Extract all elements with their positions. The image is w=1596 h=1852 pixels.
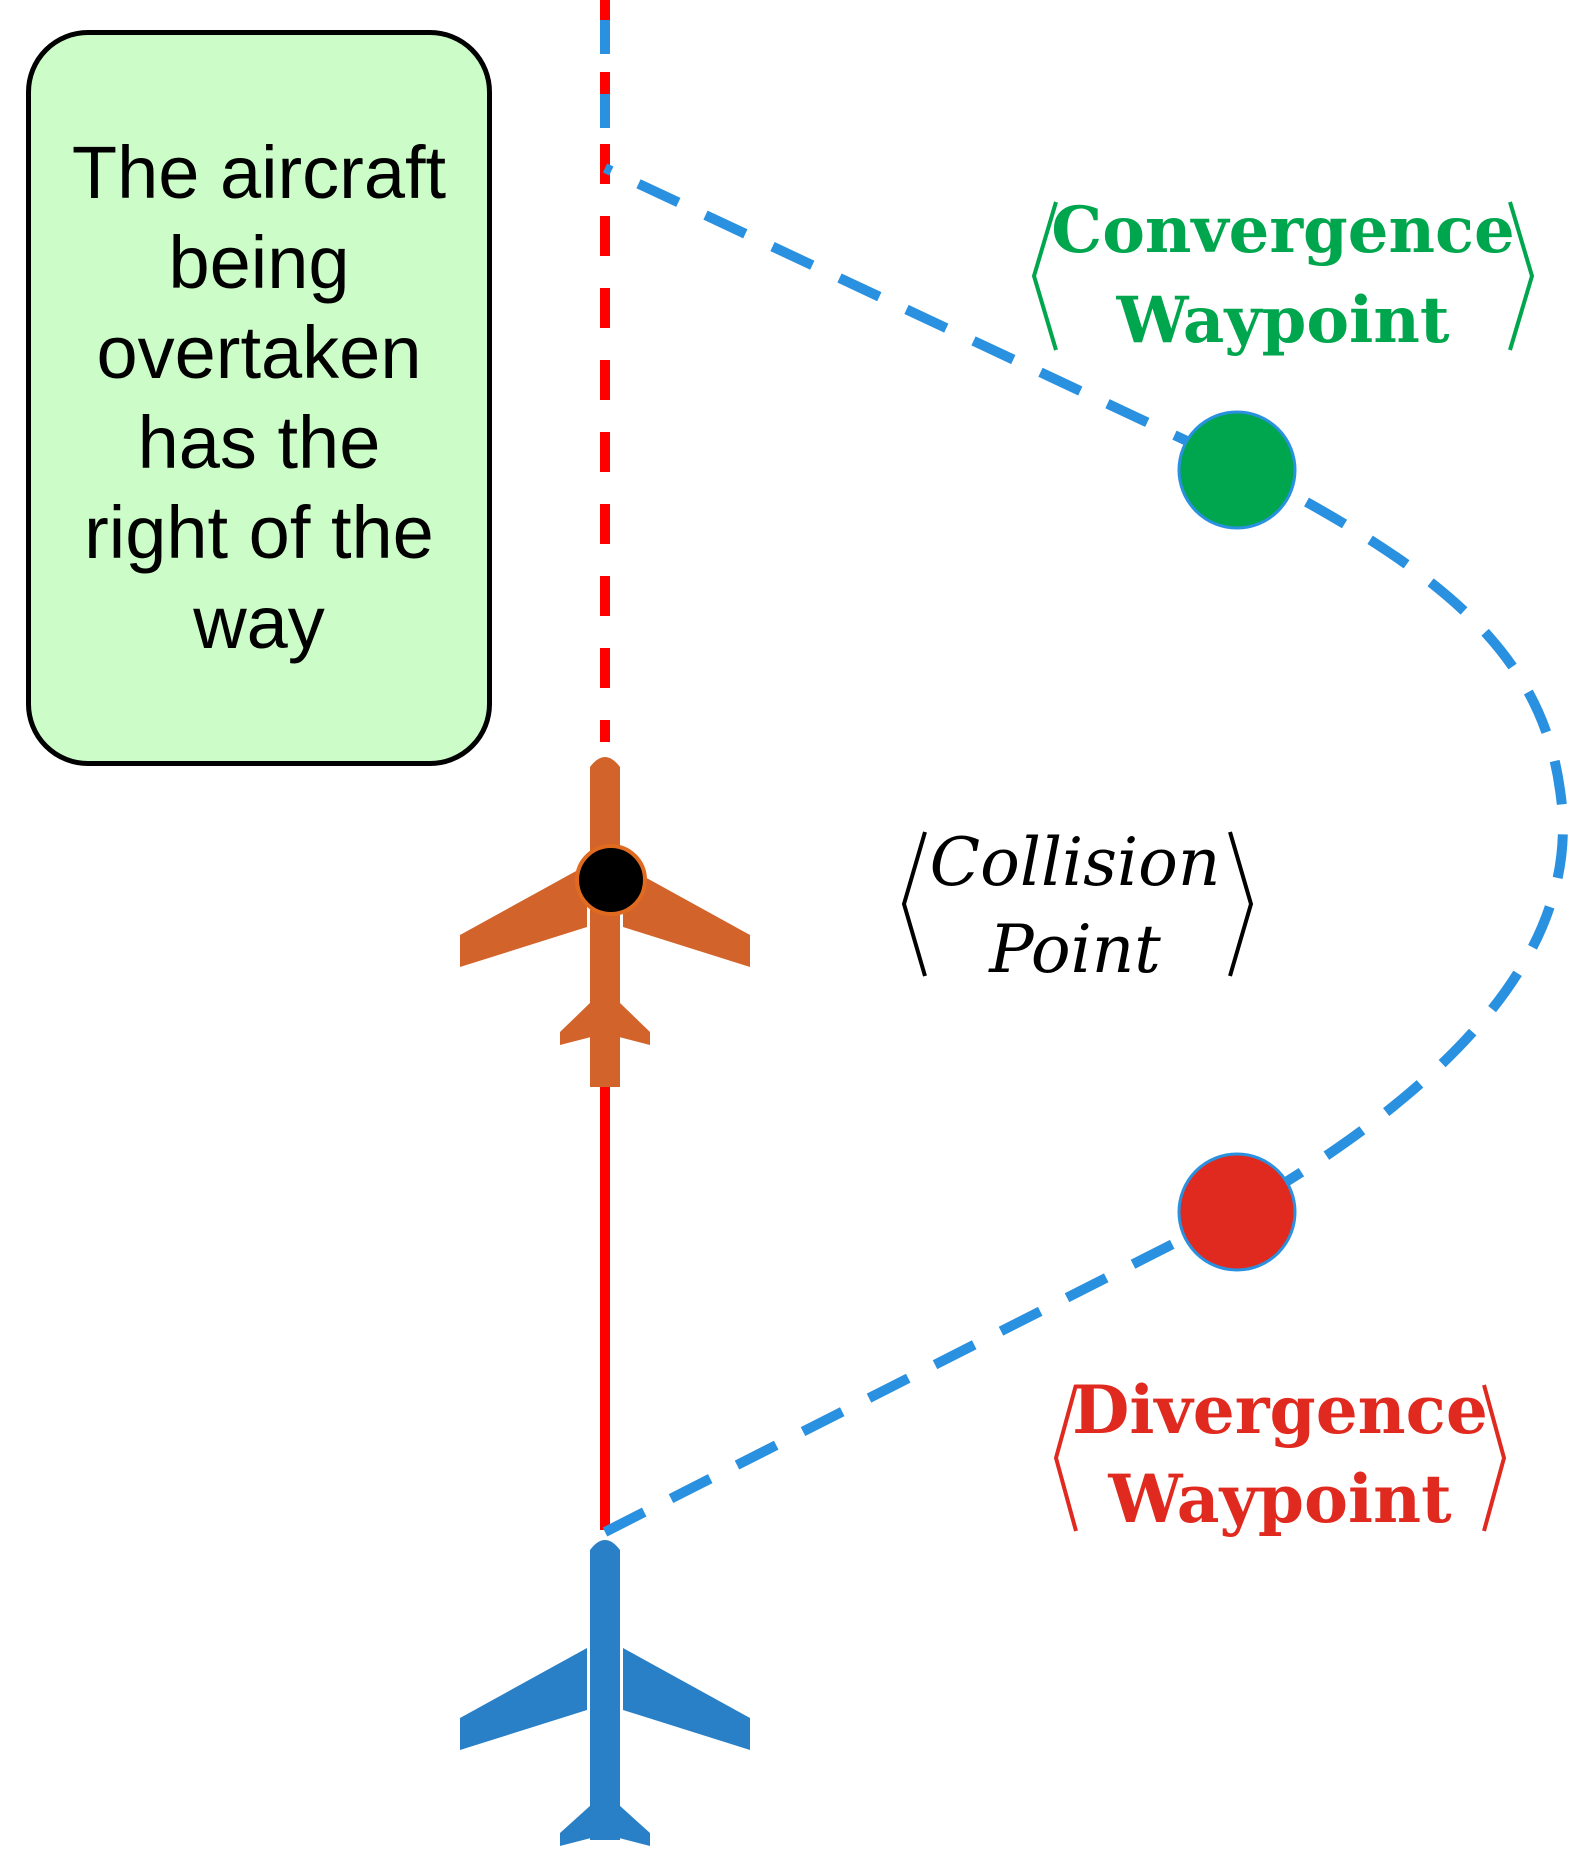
collision-point-marker xyxy=(575,844,647,916)
divergence-label-line1: Divergence xyxy=(1072,1371,1488,1449)
right-of-way-note: The aircraft being overtaken has the rig… xyxy=(26,30,492,766)
left-angle-bracket xyxy=(1053,1384,1078,1532)
convergence-waypoint-marker xyxy=(1177,410,1297,530)
avoidance-path xyxy=(602,163,1568,1537)
airplane-icon xyxy=(460,1540,750,1846)
airplane-icon xyxy=(460,757,750,1087)
convergence-label-line2: Waypoint xyxy=(1116,283,1450,358)
collision-label-line2: Point xyxy=(988,911,1161,988)
right-angle-bracket xyxy=(1482,1384,1507,1532)
right-angle-bracket xyxy=(1228,831,1254,977)
convergence-label: Convergence Waypoint xyxy=(1031,193,1535,358)
right-of-way-text: The aircraft being overtaken has the rig… xyxy=(71,131,447,664)
convergence-label-line1: Convergence xyxy=(1051,193,1514,268)
divergence-label: Divergence Waypoint xyxy=(1053,1371,1507,1538)
right-angle-bracket xyxy=(1508,201,1535,351)
collision-label-line1: Collision xyxy=(930,824,1221,901)
collision-label: Collision Point xyxy=(901,824,1254,988)
left-angle-bracket xyxy=(901,831,927,977)
left-angle-bracket xyxy=(1031,201,1058,351)
divergence-label-line2: Waypoint xyxy=(1107,1460,1452,1538)
divergence-waypoint-marker xyxy=(1177,1152,1297,1272)
